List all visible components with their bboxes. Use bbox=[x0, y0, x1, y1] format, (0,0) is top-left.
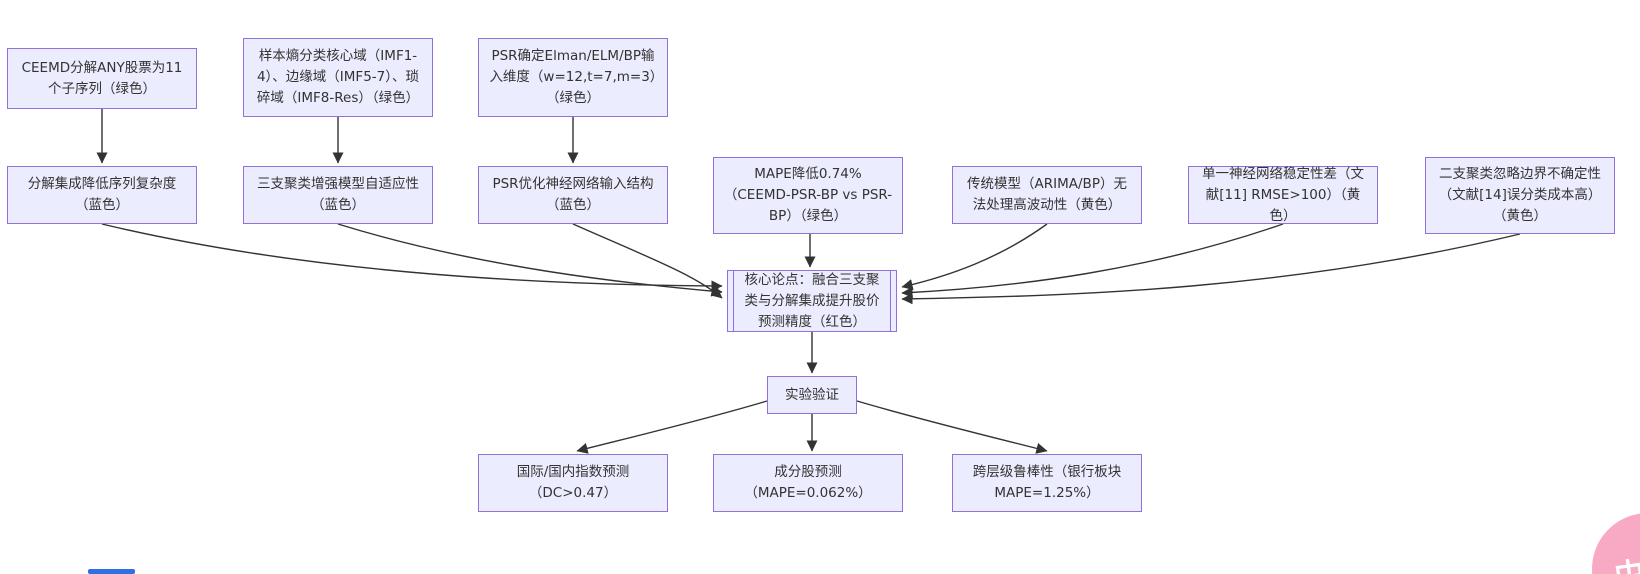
edge-traditional-to-thesis bbox=[901, 223, 1048, 291]
node-label: 样本熵分类核心域（IMF1-4）、边缘域（IMF5-7）、琐碎域（IMF8-Re… bbox=[256, 48, 420, 106]
node-label: MAPE降低0.74%（CEEMD-PSR-BP vs PSR-BP）（绿色） bbox=[723, 166, 893, 224]
edge-clustering-to-thesis bbox=[337, 223, 723, 297]
translate-badge-label: 中A bbox=[1612, 552, 1640, 574]
node-label: 单一神经网络稳定性差（文献[11] RMSE>100）（黄色） bbox=[1202, 165, 1364, 224]
node-psr-input-dimension: PSR确定Elman/ELM/BP输入维度（w=12,t=7,m=3）（绿色） bbox=[478, 38, 668, 117]
node-label: 分解集成降低序列复杂度（蓝色） bbox=[27, 176, 177, 213]
node-mape-reduction: MAPE降低0.74%（CEEMD-PSR-BP vs PSR-BP）（绿色） bbox=[713, 157, 903, 234]
node-label: 跨层级鲁棒性（银行板块 MAPE=1.25%） bbox=[972, 464, 1122, 501]
edge-validation-to-robustness bbox=[856, 400, 1048, 454]
node-label: 实验验证 bbox=[785, 386, 839, 403]
node-label: 三支聚类增强模型自适应性（蓝色） bbox=[257, 176, 419, 213]
node-label: 国际/国内指数预测（DC>0.47） bbox=[516, 464, 630, 501]
node-cross-level-robustness: 跨层级鲁棒性（银行板块 MAPE=1.25%） bbox=[952, 454, 1142, 512]
node-label: CEEMD分解ANY股票为11个子序列（绿色） bbox=[21, 59, 183, 97]
edge-two-way-to-thesis bbox=[901, 233, 1521, 305]
edge-validation-to-index bbox=[576, 400, 768, 454]
edge-structure-to-thesis bbox=[572, 223, 723, 299]
node-label: PSR优化神经网络输入结构（蓝色） bbox=[492, 176, 654, 213]
node-constituent-stock-prediction: 成分股预测（MAPE=0.062%） bbox=[713, 454, 903, 512]
node-single-nn-instability: 单一神经网络稳定性差（文献[11] RMSE>100）（黄色） bbox=[1188, 166, 1378, 224]
node-three-way-clustering-adaptivity: 三支聚类增强模型自适应性（蓝色） bbox=[243, 166, 433, 224]
node-label: 成分股预测（MAPE=0.062%） bbox=[744, 464, 872, 501]
node-ceemd-decomposition: CEEMD分解ANY股票为11个子序列（绿色） bbox=[7, 48, 197, 109]
edge-single-nn-to-thesis bbox=[901, 223, 1284, 299]
node-label: 传统模型（ARIMA/BP）无法处理高波动性（黄色） bbox=[967, 176, 1127, 213]
node-label: PSR确定Elman/ELM/BP输入维度（w=12,t=7,m=3）（绿色） bbox=[489, 48, 657, 106]
node-sample-entropy-classification: 样本熵分类核心域（IMF1-4）、边缘域（IMF5-7）、琐碎域（IMF8-Re… bbox=[243, 38, 433, 117]
edge-complexity-to-thesis bbox=[101, 223, 723, 292]
node-index-prediction: 国际/国内指数预测（DC>0.47） bbox=[478, 454, 668, 512]
node-core-thesis: 核心论点：融合三支聚类与分解集成提升股价预测精度（红色） bbox=[727, 270, 897, 332]
node-two-way-clustering-limitation: 二支聚类忽略边界不确定性（文献[14]误分类成本高）（黄色） bbox=[1425, 157, 1615, 234]
horizontal-scrollbar-thumb[interactable] bbox=[88, 569, 135, 574]
node-psr-optimizes-input-structure: PSR优化神经网络输入结构（蓝色） bbox=[478, 166, 668, 224]
node-label: 核心论点：融合三支聚类与分解集成提升股价预测精度（红色） bbox=[744, 271, 880, 330]
node-decomposition-reduces-complexity: 分解集成降低序列复杂度（蓝色） bbox=[7, 166, 197, 224]
node-label: 二支聚类忽略边界不确定性（文献[14]误分类成本高）（黄色） bbox=[1438, 166, 1602, 224]
node-traditional-model-limitation: 传统模型（ARIMA/BP）无法处理高波动性（黄色） bbox=[952, 166, 1142, 224]
node-experimental-validation: 实验验证 bbox=[767, 376, 857, 414]
